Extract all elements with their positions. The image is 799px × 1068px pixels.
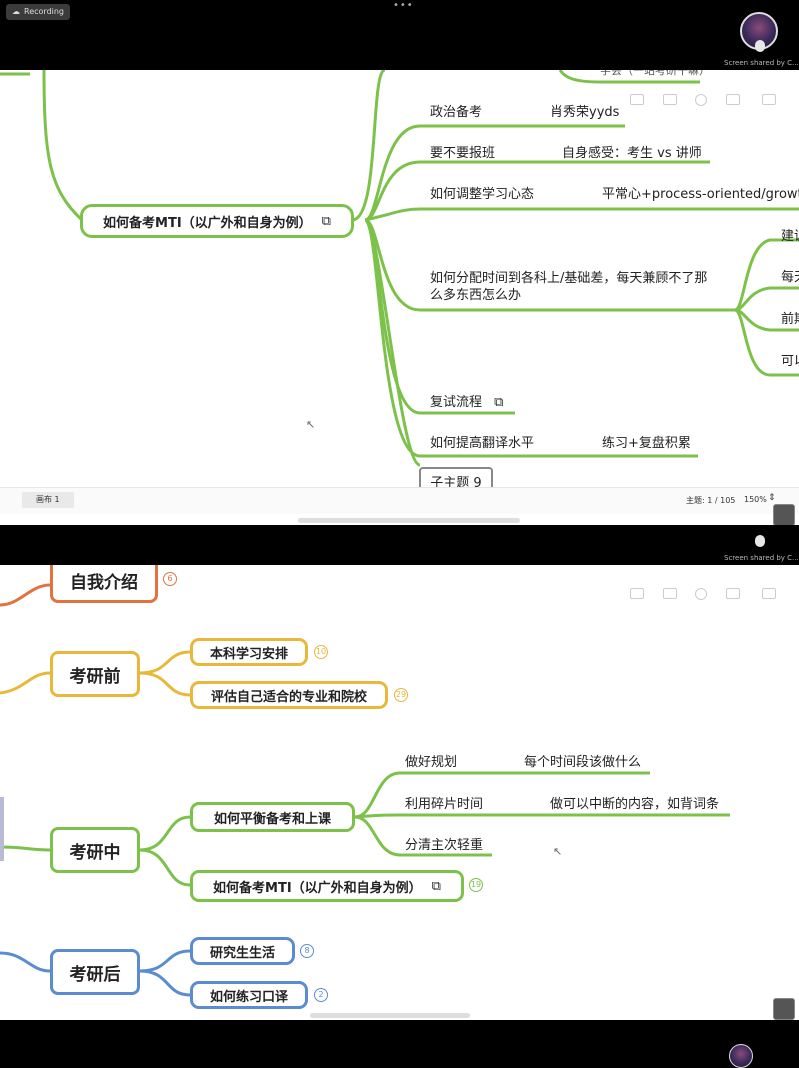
before-exam-label: 考研前 [69,666,121,687]
mindset-label[interactable]: 如何调整学习心态 [430,187,535,202]
resize-share-button[interactable] [773,504,795,525]
translation-note[interactable]: 练习+复盘积累 [602,436,691,451]
recording-label: Recording [24,7,65,16]
planning-note[interactable]: 每个时间段该做什么 [524,755,642,770]
translation-label[interactable]: 如何提高翻译水平 [430,436,535,451]
after-exam-label: 考研后 [69,964,121,985]
interp-label: 如何练习口译 [209,989,288,1005]
horizontal-scrollbar[interactable] [298,518,520,523]
topic-count: 主题: 1 / 105 [686,496,736,505]
zoom-top-bar: ☁ Recording ••• Screen shared by C... [0,0,799,70]
main-topic-mti-node[interactable]: 如何备考MTI（以广外和自身为例） ⧉ [80,204,354,238]
priorities-label[interactable]: 分清主次轻重 [405,838,484,853]
toolbar-icon-1[interactable] [630,94,644,105]
toolbar-icon-1[interactable] [630,588,644,599]
retest-process-label[interactable]: 复试流程 ⧉ [430,391,503,410]
before-exam-node[interactable]: 考研前 [50,651,140,697]
screen-shared-label: Screen shared by C... [724,59,799,67]
mti-node[interactable]: 如何备考MTI（以广外和自身为例） ⧉ [190,870,464,902]
horizontal-scrollbar[interactable] [310,1013,470,1018]
tutoring-note[interactable]: 自身感受：考生 vs 讲师 [562,146,702,161]
study-plan-node[interactable]: 本科学习安排 [190,638,308,666]
toolbar-icon-2[interactable] [663,588,677,599]
grad-life-count-badge: 8 [300,944,314,958]
external-link-icon[interactable]: ⧉ [321,213,331,229]
zoom-stepper-icon[interactable]: ⇕ [768,493,776,503]
mindmap-connectors-bottom [0,583,730,997]
mic-icon [755,40,765,52]
screen-shared-label: Screen shared by C... [724,554,799,562]
grad-life-node[interactable]: 研究生生活 [190,937,295,965]
evaluate-node[interactable]: 评估自己适合的专业和院校 [190,681,388,709]
mindmap-canvas-bottom[interactable]: 自我介绍 6 考研前 本科学习安排 10 评估自己适合的专业和院校 29 考研中… [0,565,799,1020]
cloud-icon: ☁ [12,7,20,16]
subtopic-label: 子主题 9 [430,475,482,491]
cursor-icon: ↖ [306,418,316,431]
participant-avatar[interactable] [729,1044,753,1068]
main-topic-mti-label: 如何备考MTI（以广外和自身为例） [103,215,312,231]
balance-label: 如何平衡备考和上课 [213,811,331,827]
politics-note[interactable]: 肖秀荣yyds [550,105,620,120]
clock-icon[interactable] [695,588,707,600]
right-partial-1[interactable]: 建议 [781,229,799,244]
fragment-time-note[interactable]: 做可以中断的内容，如背词条 [550,797,720,812]
panel-icon[interactable] [762,94,776,105]
mti-count-badge: 19 [469,878,483,892]
right-partial-2[interactable]: 每天 [781,270,799,285]
grad-life-label: 研究生生活 [209,945,275,961]
after-exam-node[interactable]: 考研后 [50,949,140,995]
more-options-icon[interactable]: ••• [393,0,414,11]
resize-share-button[interactable] [773,998,795,1020]
external-link-icon[interactable]: ⧉ [494,395,504,410]
intro-label: 自我介绍 [70,572,138,593]
mic-icon [755,535,765,547]
planning-label[interactable]: 做好规划 [405,755,458,770]
recording-indicator: ☁ Recording [6,4,71,20]
time-allocation-label[interactable]: 如何分配时间到各科上/基础差，每天兼顾不了那么多东西怎么办 [430,271,708,303]
toolbar-icon-2[interactable] [663,94,677,105]
politics-label[interactable]: 政治备考 [430,105,483,120]
mindmap-canvas-top[interactable]: 字会（一站考研干嘛） 如何备考MTI（以广外和自身为例） ⧉ 政治备考 肖秀荣y… [0,70,799,525]
pen-icon[interactable] [726,588,740,599]
intro-count-badge: 6 [163,572,177,586]
cursor-icon: ↖ [553,845,563,858]
canvas-tab[interactable]: 画布 1 [22,492,74,508]
during-exam-node[interactable]: 考研中 [50,827,140,873]
during-exam-label: 考研中 [69,842,121,863]
zoom-level[interactable]: 150% [744,495,767,504]
right-partial-4[interactable]: 可以 [781,354,799,369]
mti-label: 如何备考MTI（以广外和自身为例） [213,880,422,896]
pen-icon[interactable] [726,94,740,105]
evaluate-count-badge: 29 [394,688,408,702]
fragment-time-label[interactable]: 利用碎片时间 [405,797,484,812]
top-partial-topic[interactable]: 字会（一站考研干嘛） [600,70,710,77]
interp-count-badge: 2 [314,988,328,1002]
status-bar: 画布 1 主题: 1 / 105 150% ⇕ [0,487,799,514]
intro-node[interactable]: 自我介绍 [50,565,158,603]
study-plan-label: 本科学习安排 [209,646,288,662]
external-link-icon[interactable]: ⧉ [431,878,441,894]
clock-icon[interactable] [695,94,707,106]
interp-node[interactable]: 如何练习口译 [190,981,308,1009]
tutoring-label[interactable]: 要不要报班 [430,146,496,161]
balance-node[interactable]: 如何平衡备考和上课 [190,802,355,832]
right-partial-3[interactable]: 前期 [781,312,799,327]
mindmap-connectors-top [0,70,799,467]
evaluate-label: 评估自己适合的专业和院校 [210,689,367,705]
zoom-middle-bar: Screen shared by C... [0,525,799,565]
panel-icon[interactable] [762,588,776,599]
mindset-note[interactable]: 平常心+process-oriented/growth [602,187,799,202]
retest-process-text: 复试流程 [430,395,483,410]
study-plan-count-badge: 10 [314,645,328,659]
zoom-bottom-bar [0,1020,799,1068]
